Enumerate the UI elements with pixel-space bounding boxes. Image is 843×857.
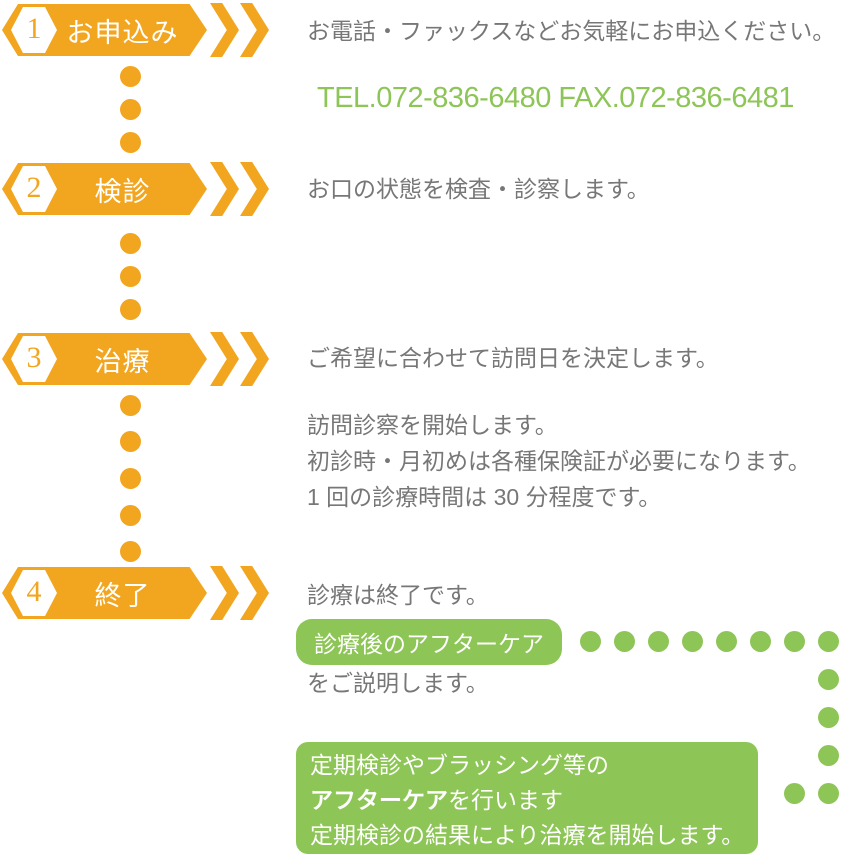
- visit-details-line3: 1 回の診療時間は 30 分程度です。: [307, 484, 662, 510]
- chevron-right-icon: [210, 162, 239, 216]
- connector-dot-green: [818, 707, 839, 728]
- connector-dot: [120, 468, 141, 489]
- visit-details: 訪問診察を開始します。 初診時・月初めは各種保険証が必要になります。 1 回の診…: [307, 407, 811, 515]
- connector-dot-green: [614, 631, 635, 652]
- step-banner-3: 3 治療: [2, 333, 207, 385]
- connector-dot: [120, 431, 141, 452]
- step-description-3: ご希望に合わせて訪問日を決定します。: [307, 345, 719, 371]
- connector-dot-green: [648, 631, 669, 652]
- connector-dot: [120, 99, 141, 120]
- aftercare-box-line1: 定期検診やブラッシング等の: [310, 752, 609, 778]
- connector-dot: [120, 541, 141, 562]
- step-label-3: 治療: [94, 346, 151, 377]
- chevron-right-icon: [240, 162, 269, 216]
- connector-dot: [120, 132, 141, 153]
- visit-details-line2: 初診時・月初めは各種保険証が必要になります。: [307, 448, 811, 474]
- step-label-1: お申込み: [66, 17, 179, 48]
- step-number-hexagon-4: 4: [11, 570, 57, 616]
- connector-dot: [120, 299, 141, 320]
- aftercare-box-line2-rest: を行います: [448, 787, 563, 813]
- step-label-4: 終了: [94, 580, 151, 611]
- aftercare-box-line2: アフターケアを行います: [310, 783, 758, 818]
- connector-dot: [120, 66, 141, 87]
- step-banner-4: 4 終了: [2, 567, 207, 619]
- chevron-right-icon: [210, 566, 239, 620]
- connector-dot-green: [682, 631, 703, 652]
- connector-dot-green: [784, 783, 805, 804]
- connector-dot-green: [818, 783, 839, 804]
- step-number-3: 3: [26, 341, 42, 374]
- connector-dot: [120, 395, 141, 416]
- connector-dot: [120, 505, 141, 526]
- step-label-2: 検診: [94, 176, 151, 207]
- chevron-right-icon: [210, 3, 239, 57]
- step-banner-1: 1 お申込み: [2, 4, 207, 56]
- chevron-right-icon: [240, 332, 269, 386]
- connector-dot-green: [784, 631, 805, 652]
- chevron-right-icon: [240, 3, 269, 57]
- connector-dot-green: [818, 631, 839, 652]
- step-banner-2: 2 検診: [2, 163, 207, 215]
- step-number-4: 4: [26, 575, 42, 608]
- connector-dot-green: [750, 631, 771, 652]
- aftercare-box-line2-bold: アフターケア: [310, 787, 448, 813]
- step-number-hexagon-2: 2: [11, 166, 57, 212]
- step-description-1: お電話・ファックスなどお気軽にお申込ください。: [307, 18, 836, 44]
- connector-dot: [120, 266, 141, 287]
- chevron-right-icon: [240, 566, 269, 620]
- step-number-hexagon-3: 3: [11, 336, 57, 382]
- connector-dot-green: [818, 669, 839, 690]
- aftercare-pill: 診療後のアフターケア: [296, 619, 562, 665]
- step-description-4: 診療は終了です。: [307, 582, 489, 608]
- step-number-hexagon-1: 1: [11, 7, 57, 53]
- connector-dot: [120, 233, 141, 254]
- step-number-1: 1: [26, 12, 42, 45]
- connector-dot-green: [818, 745, 839, 766]
- tel-fax-text: TEL.072-836-6480 FAX.072-836-6481: [317, 82, 794, 114]
- chevron-right-icon: [210, 332, 239, 386]
- connector-dot-green: [580, 631, 601, 652]
- aftercare-box-line3: 定期検診の結果により治療を開始します。: [310, 822, 745, 848]
- aftercare-suffix: をご説明します。: [307, 670, 489, 696]
- step-description-2: お口の状態を検査・診察します。: [307, 176, 650, 202]
- connector-dot-green: [716, 631, 737, 652]
- aftercare-box: 定期検診やブラッシング等の アフターケアを行います 定期検診の結果により治療を開…: [296, 742, 758, 854]
- step-number-2: 2: [26, 171, 42, 204]
- visit-details-line1: 訪問診察を開始します。: [307, 412, 558, 438]
